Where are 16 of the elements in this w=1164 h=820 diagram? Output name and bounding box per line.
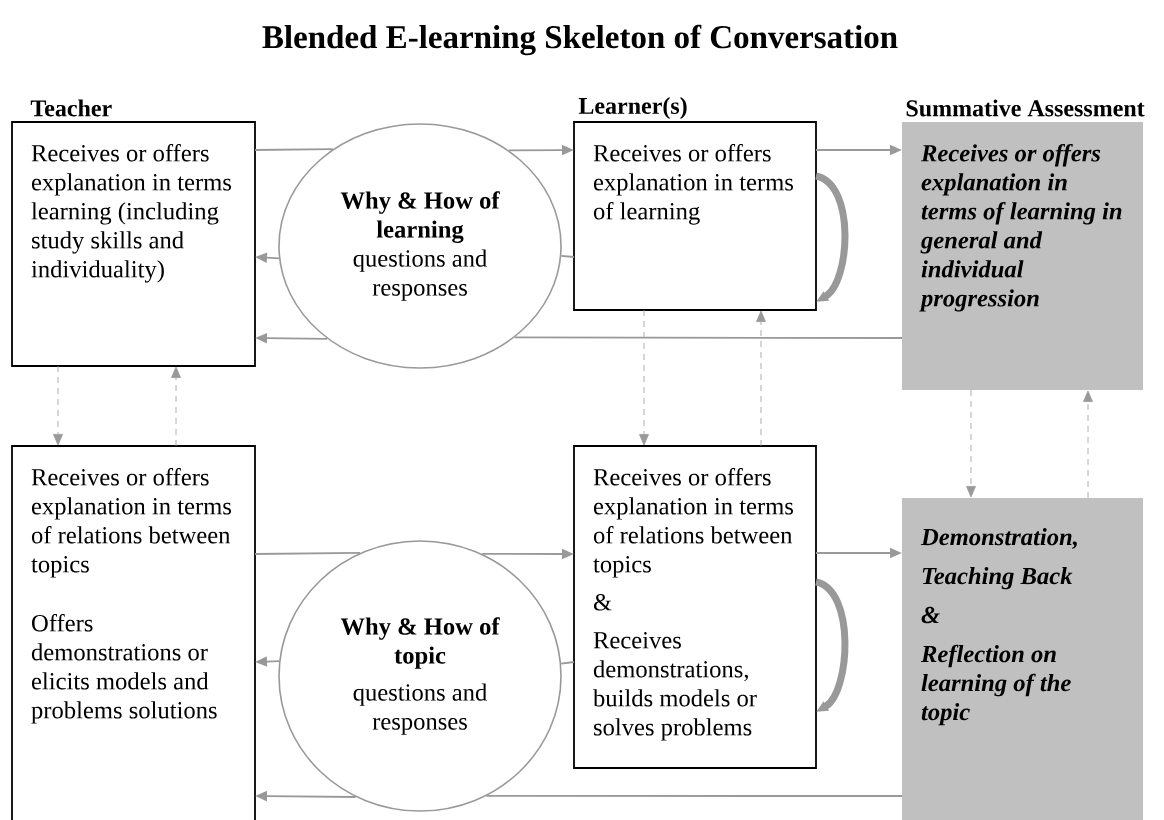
title: Blended E-learning Skeleton of Conversation [262,24,898,56]
assessment-box: Receives or offers explanation in terms of learning in general and individual progression [902,122,1143,390]
column-heading: Learner(s) [578,97,687,119]
text-box: Receives or offers explanation in terms of relations between topics Offers demonstrations or elicits models and problems solutions [11,445,256,820]
dashed-arrow [171,366,181,447]
text-box: Receives or offers explanation in terms of learning [573,121,817,311]
assessment-box: Demonstration, Teaching Back & Reflection on learning of the topic [902,498,1143,820]
text-box: Receives or offers explanation in terms learning (including study skills and individuality) [11,121,256,367]
dashed-arrow [53,365,63,446]
dashed-arrow [1083,390,1093,499]
dashed-arrow [756,310,766,447]
curved-arrow [814,578,849,712]
curved-arrow [814,172,849,302]
text-box: Receives or offers explanation in terms of relations between topics & Receives demonstrations, builds models or solves problems [573,445,817,769]
dashed-arrow [639,309,649,446]
dashed-arrow [966,389,976,498]
